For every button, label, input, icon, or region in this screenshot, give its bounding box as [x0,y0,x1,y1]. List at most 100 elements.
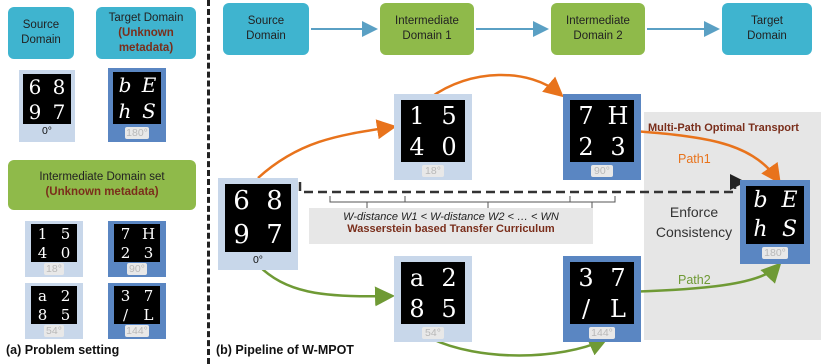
tile-144: 3 7 / L 144° [108,283,166,339]
digit: 3 [143,243,154,262]
source-angle: 0° [41,125,53,137]
path2-curve-b [429,336,609,357]
target-domain-label: Target Domain [108,11,184,24]
tile-angle: 18° [422,165,444,177]
digit: 3 [578,263,594,292]
path1-curve-b [429,73,564,100]
source-domain-box: Source Domain [8,7,74,59]
digit: 7 [143,286,154,305]
digit: b [118,73,132,97]
digit: 7 [120,224,131,243]
digit: 8 [37,305,48,324]
target-unknown-line2: metadata) [118,41,174,54]
digit: 7 [52,99,66,124]
digit: 6 [28,74,42,99]
tile-grid: a 2 8 5 [401,262,465,324]
caption-b: (b) Pipeline of W-MPOT [216,343,354,357]
box-line: Target [751,15,783,27]
digit: h [118,99,132,123]
tile-grid: 7 H 2 3 [114,224,160,262]
target-angle: 180° [125,127,149,139]
source-b-grid: 6 8 9 7 [225,184,291,252]
path1-curve-a [257,119,397,179]
source-domain-line2: Domain [21,34,61,46]
tile-angle: 18° [44,263,64,275]
digit: 5 [441,101,457,130]
digit: 7 [610,263,626,292]
digit: h [753,217,768,242]
source-mnist-grid: 6 8 9 7 [23,74,71,124]
digit: 8 [409,294,425,323]
path2-curve-c [619,262,782,294]
tile-angle: 144° [589,327,615,339]
mpot-title: Multi-Path Optimal Transport [648,122,799,134]
digit: 4 [409,132,425,161]
source-b-angle: 0° [252,254,264,266]
digit: 5 [60,305,71,324]
box-line: Intermediate [395,15,459,27]
digit: E [781,188,798,213]
intermediate-set-label: Intermediate Domain set [39,171,165,183]
caption-a: (a) Problem setting [6,343,120,357]
digit: 5 [441,294,457,323]
digit: 3 [610,132,626,161]
tile-grid: 7 H 2 3 [570,100,634,162]
digit: E [141,73,157,97]
tile-grid: 3 7 / L [570,262,634,324]
box-line: Domain 2 [573,30,623,42]
digit: a [38,286,47,305]
digit: 8 [266,186,283,216]
target-b-grid: b E h S [746,186,804,244]
digit: 2 [60,286,71,305]
path2-curve-a [257,264,395,307]
top-intermediate1-box: Intermediate Domain 1 [380,3,474,55]
panel-separator [207,0,210,364]
path1-tile-18: 1 5 4 0 18° [394,94,472,180]
digit: S [142,99,156,123]
top-source-box: Source Domain [223,3,309,55]
digit: b [753,188,768,213]
digit: 9 [28,99,42,124]
tile-angle: 54° [44,325,64,337]
path2-label: Path2 [678,273,711,287]
box-line: Domain [747,30,787,42]
brace-1 [329,196,406,208]
path1-tile-90: 7 H 2 3 90° [563,94,641,180]
digit: L [610,294,626,323]
digit: 5 [60,224,71,243]
box-line: Domain 1 [402,30,452,42]
tile-angle: 90° [127,263,147,275]
digit: 9 [233,220,250,250]
digit: / [122,305,129,324]
digit: 2 [120,243,131,262]
tile-54: a 2 8 5 54° [25,283,83,339]
digit: H [607,101,629,130]
metric-title: Wasserstein based Transfer Curriculum [347,223,555,235]
digit: 1 [37,224,48,243]
target-domain-image: b E h S 180° [108,68,166,142]
digit: 0 [60,243,71,262]
tile-grid: 3 7 / L [114,286,160,324]
enforce-line2: Consistency [655,224,733,240]
digit: a [409,263,425,292]
top-intermediate2-box: Intermediate Domain 2 [551,3,645,55]
digit: S [781,217,798,242]
digit: 6 [233,186,250,216]
intermediate-domain-set-box: Intermediate Domain set (Unknown metadat… [8,160,196,210]
digit: 7 [578,101,594,130]
tile-grid: 1 5 4 0 [401,100,465,162]
digit: 4 [37,243,48,262]
target-domain-box: Target Domain (Unknown metadata) [96,7,196,59]
digit: H [141,224,156,243]
target-unknown-line1: (Unknown [118,26,174,39]
digit: L [143,305,154,324]
brace-2 [404,196,571,208]
digit: 2 [441,263,457,292]
tile-90: 7 H 2 3 90° [108,221,166,277]
digit: 8 [52,74,66,99]
path2-tile-144: 3 7 / L 144° [563,256,641,342]
brace-3 [569,196,616,208]
target-b-angle: 180° [762,247,788,259]
source-domain-image: 6 8 9 7 0° [19,70,75,142]
